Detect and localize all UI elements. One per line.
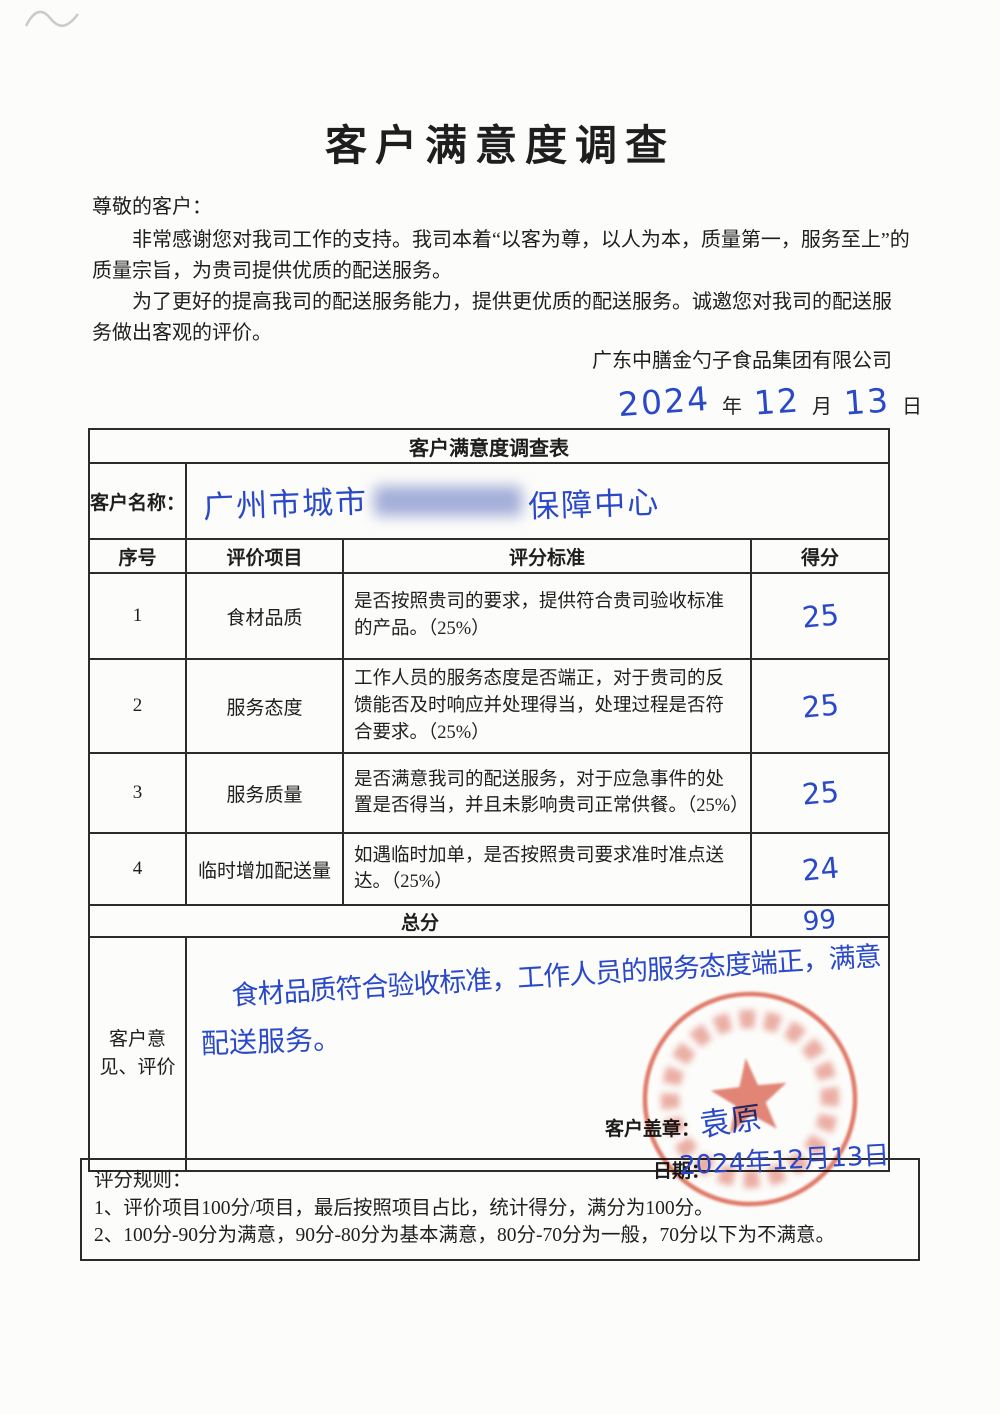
rule-1: 1、评价项目100分/项目，最后按照项目占比，统计得分，满分为100分。 [94, 1197, 714, 1219]
date-year-handwritten: 2024 [616, 378, 712, 425]
table-row: 2 服务态度 工作人员的服务态度是否端正，对于贵司的反馈能否及时响应并处理得当，… [88, 657, 890, 755]
row-item: 服务质量 [185, 752, 344, 835]
customer-name-handwritten-prefix: 广州市城市 [202, 483, 369, 526]
row-score-handwritten: 25 [800, 774, 840, 812]
feedback-handwritten-line1: 食材品质符合验收标准，工作人员的服务态度端正，满意 [230, 941, 882, 1013]
survey-table: 客户满意度调查表 客户名称： 广州市城市 保障中心 序号 评价项目 评分标准 得分… [88, 428, 890, 1207]
customer-seal-label: 客户盖章： [605, 1119, 701, 1141]
row-score-cell: 25 [750, 752, 890, 835]
total-score-handwritten: 99 [802, 905, 838, 938]
date-year-label: 年 [721, 396, 742, 418]
table-row: 1 食材品质 是否按照贵司的要求，提供符合贵司验收标准的产品。（25%） 25 [88, 572, 890, 660]
total-row: 总分 99 [88, 904, 890, 939]
row-item: 服务态度 [185, 657, 344, 755]
customer-name-value: 广州市城市 保障中心 [185, 462, 890, 540]
feedback-row: 客户意见、评价 食材品质符合验收标准，工作人员的服务态度端正，满意 配送服务。 … [88, 936, 890, 1207]
col-header-no: 序号 [88, 538, 187, 574]
row-criteria: 是否满意我司的配送服务，对于应急事件的处置是否得当，并且未影响贵司正常供餐。（2… [342, 752, 752, 835]
row-score-cell: 24 [750, 832, 890, 907]
row-number: 4 [88, 832, 187, 907]
col-header-criteria: 评分标准 [342, 538, 752, 574]
table-title-row: 客户满意度调查表 [88, 428, 890, 464]
row-number: 2 [88, 657, 187, 755]
row-criteria: 工作人员的服务态度是否端正，对于贵司的反馈能否及时响应并处理得当，处理过程是否符… [342, 657, 752, 755]
table-row: 3 服务质量 是否满意我司的配送服务，对于应急事件的处置是否得当，并且未影响贵司… [88, 752, 890, 835]
row-criteria: 如遇临时加单，是否按照贵司要求准时准点送达。（25%） [342, 832, 752, 907]
date-month-label: 月 [811, 396, 832, 418]
row-score-cell: 25 [750, 572, 890, 660]
row-number: 3 [88, 752, 187, 835]
salutation: 尊敬的客户： [92, 196, 212, 218]
customer-name-handwritten-suffix: 保障中心 [527, 484, 661, 525]
row-number: 1 [88, 572, 187, 660]
customer-signature-handwritten: 袁原 [697, 1100, 764, 1145]
col-header-score: 得分 [750, 538, 890, 574]
customer-name-redacted-blur [374, 486, 522, 516]
date-day-label: 日 [901, 396, 922, 418]
table-row: 4 临时增加配送量 如遇临时加单，是否按照贵司要求准时准点送达。（25%） 24 [88, 832, 890, 907]
total-score-cell: 99 [750, 904, 890, 939]
row-item: 临时增加配送量 [185, 832, 344, 907]
date-month-handwritten: 12 [752, 380, 802, 423]
row-score-handwritten: 25 [800, 687, 840, 725]
feedback-label: 客户意见、评价 [88, 936, 187, 1173]
page-title: 客户满意度调查 [324, 124, 675, 170]
scoring-rules-box: 评分规则： 1、评价项目100分/项目，最后按照项目占比，统计得分，满分为100… [80, 1158, 920, 1262]
col-header-item: 评价项目 [185, 538, 344, 574]
letter-paragraph-1: 非常感谢您对我司工作的支持。我司本着“以客为尊，以人为本，质量第一，服务至上”的… [92, 229, 910, 282]
customer-name-row: 客户名称： 广州市城市 保障中心 [88, 462, 890, 540]
feedback-content: 食材品质符合验收标准，工作人员的服务态度端正，满意 配送服务。 客户盖章： 袁原… [185, 936, 890, 1207]
letter-paragraph-2: 为了更好的提高我司的配送服务能力，提供更优质的配送服务。诚邀您对我司的配送服务做… [92, 291, 892, 344]
row-item: 食材品质 [185, 572, 344, 660]
table-header-row: 序号 评价项目 评分标准 得分 [88, 538, 890, 574]
row-criteria: 是否按照贵司的要求，提供符合贵司验收标准的产品。（25%） [342, 572, 752, 660]
letter-date: 2024 年 12 月 13 日 [616, 378, 922, 425]
rule-2: 2、100分-90分为满意，90分-80分为基本满意，80分-70分为一般，70… [94, 1225, 835, 1247]
feedback-handwritten-line2: 配送服务。 [200, 1023, 342, 1061]
scan-artifact [24, 10, 79, 27]
customer-name-label: 客户名称： [88, 462, 187, 540]
row-score-handwritten: 24 [800, 850, 840, 888]
letter-body: 尊敬的客户： 非常感谢您对我司工作的支持。我司本着“以客为尊，以人为本，质量第一… [92, 192, 910, 349]
row-score-cell: 25 [750, 657, 890, 755]
rules-title: 评分规则： [94, 1170, 192, 1191]
company-name: 广东中膳金勺子食品集团有限公司 [592, 350, 892, 372]
date-day-handwritten: 13 [842, 380, 892, 423]
table-title: 客户满意度调查表 [88, 428, 890, 464]
total-label: 总分 [88, 904, 752, 939]
row-score-handwritten: 25 [800, 597, 840, 635]
